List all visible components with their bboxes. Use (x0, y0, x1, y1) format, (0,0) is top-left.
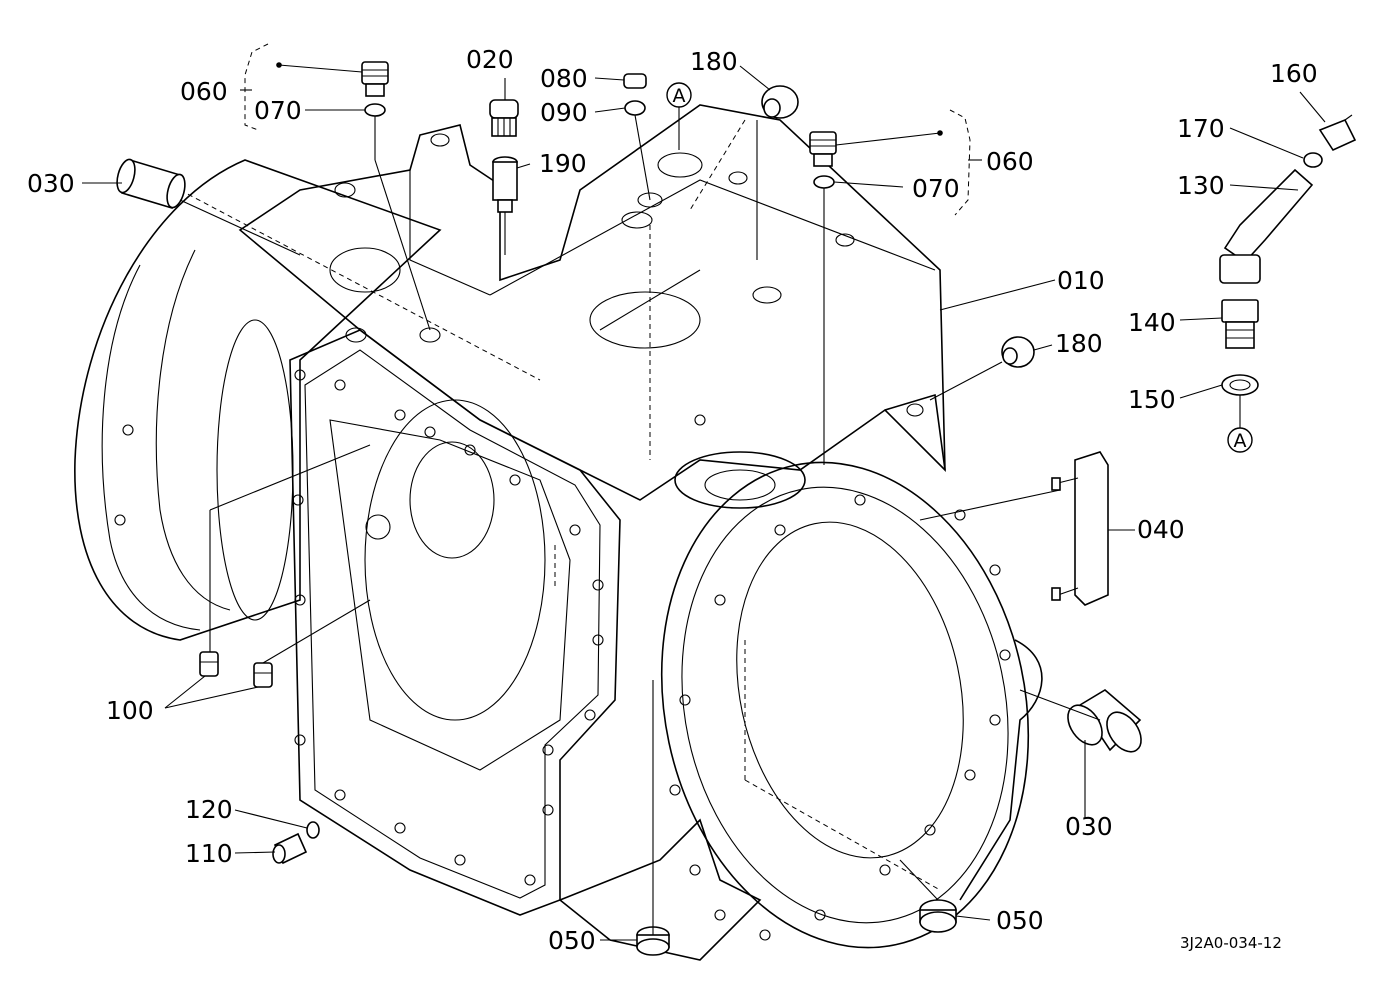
bushing-180-top (761, 85, 799, 119)
pipe-190 (492, 156, 518, 213)
label-160: 160 (1270, 59, 1318, 88)
bracket-060-right (949, 109, 971, 216)
label-170: 170 (1177, 114, 1225, 143)
label-030-left: 030 (27, 169, 75, 198)
label-110: 110 (185, 839, 233, 868)
label-060-right: 060 (986, 147, 1034, 176)
elbow-130 (1219, 168, 1314, 284)
breather-160 (1318, 114, 1357, 152)
marker-a-right: A (1227, 427, 1253, 453)
bracket-060-left (244, 43, 269, 131)
nipple-100-right (253, 662, 273, 688)
fitting-060-left (361, 61, 389, 97)
fitting-060-right (809, 131, 837, 167)
label-150: 150 (1128, 385, 1176, 414)
label-130: 130 (1177, 171, 1225, 200)
cover-plate-040 (1051, 451, 1109, 606)
label-070-right: 070 (912, 174, 960, 203)
label-180-right: 180 (1055, 329, 1103, 358)
washer-150 (1221, 374, 1259, 396)
part-labels: 060 070 020 080 090 180 190 060 070 030 … (27, 45, 1318, 955)
adapter-140 (1221, 299, 1259, 349)
sleeve-030-right (1067, 689, 1142, 753)
label-100: 100 (106, 696, 154, 725)
label-140: 140 (1128, 308, 1176, 337)
plug-080 (623, 73, 647, 89)
label-120: 120 (185, 795, 233, 824)
sleeve-030-left (116, 158, 186, 210)
plug-110 (272, 832, 308, 865)
o-ring-170 (1303, 152, 1323, 168)
washer-090 (624, 100, 646, 116)
label-090: 090 (540, 98, 588, 127)
svg-text:A: A (673, 85, 686, 107)
label-190: 190 (539, 149, 587, 178)
label-020: 020 (466, 45, 514, 74)
label-010: 010 (1057, 266, 1105, 295)
transmission-case-housing (74, 104, 1043, 961)
label-080: 080 (540, 64, 588, 93)
label-070-left: 070 (254, 96, 302, 125)
o-ring-070-right (813, 175, 835, 189)
bushing-180-right (1001, 336, 1035, 368)
label-040: 040 (1137, 515, 1185, 544)
leader-lines (82, 64, 1326, 941)
o-ring-070-left (364, 103, 386, 117)
nipple-100-left (199, 651, 219, 677)
label-180-top: 180 (690, 47, 738, 76)
figure-code: 3J2A0-034-12 (1180, 934, 1282, 952)
label-050-bottom: 050 (548, 926, 596, 955)
plug-050-right (919, 899, 957, 933)
label-050-right: 050 (996, 906, 1044, 935)
label-060-left: 060 (180, 77, 228, 106)
cap-020 (489, 99, 519, 137)
o-ring-120 (306, 821, 320, 839)
label-030-right: 030 (1065, 812, 1113, 841)
marker-a-top: A (666, 82, 692, 108)
svg-text:A: A (1234, 430, 1247, 452)
